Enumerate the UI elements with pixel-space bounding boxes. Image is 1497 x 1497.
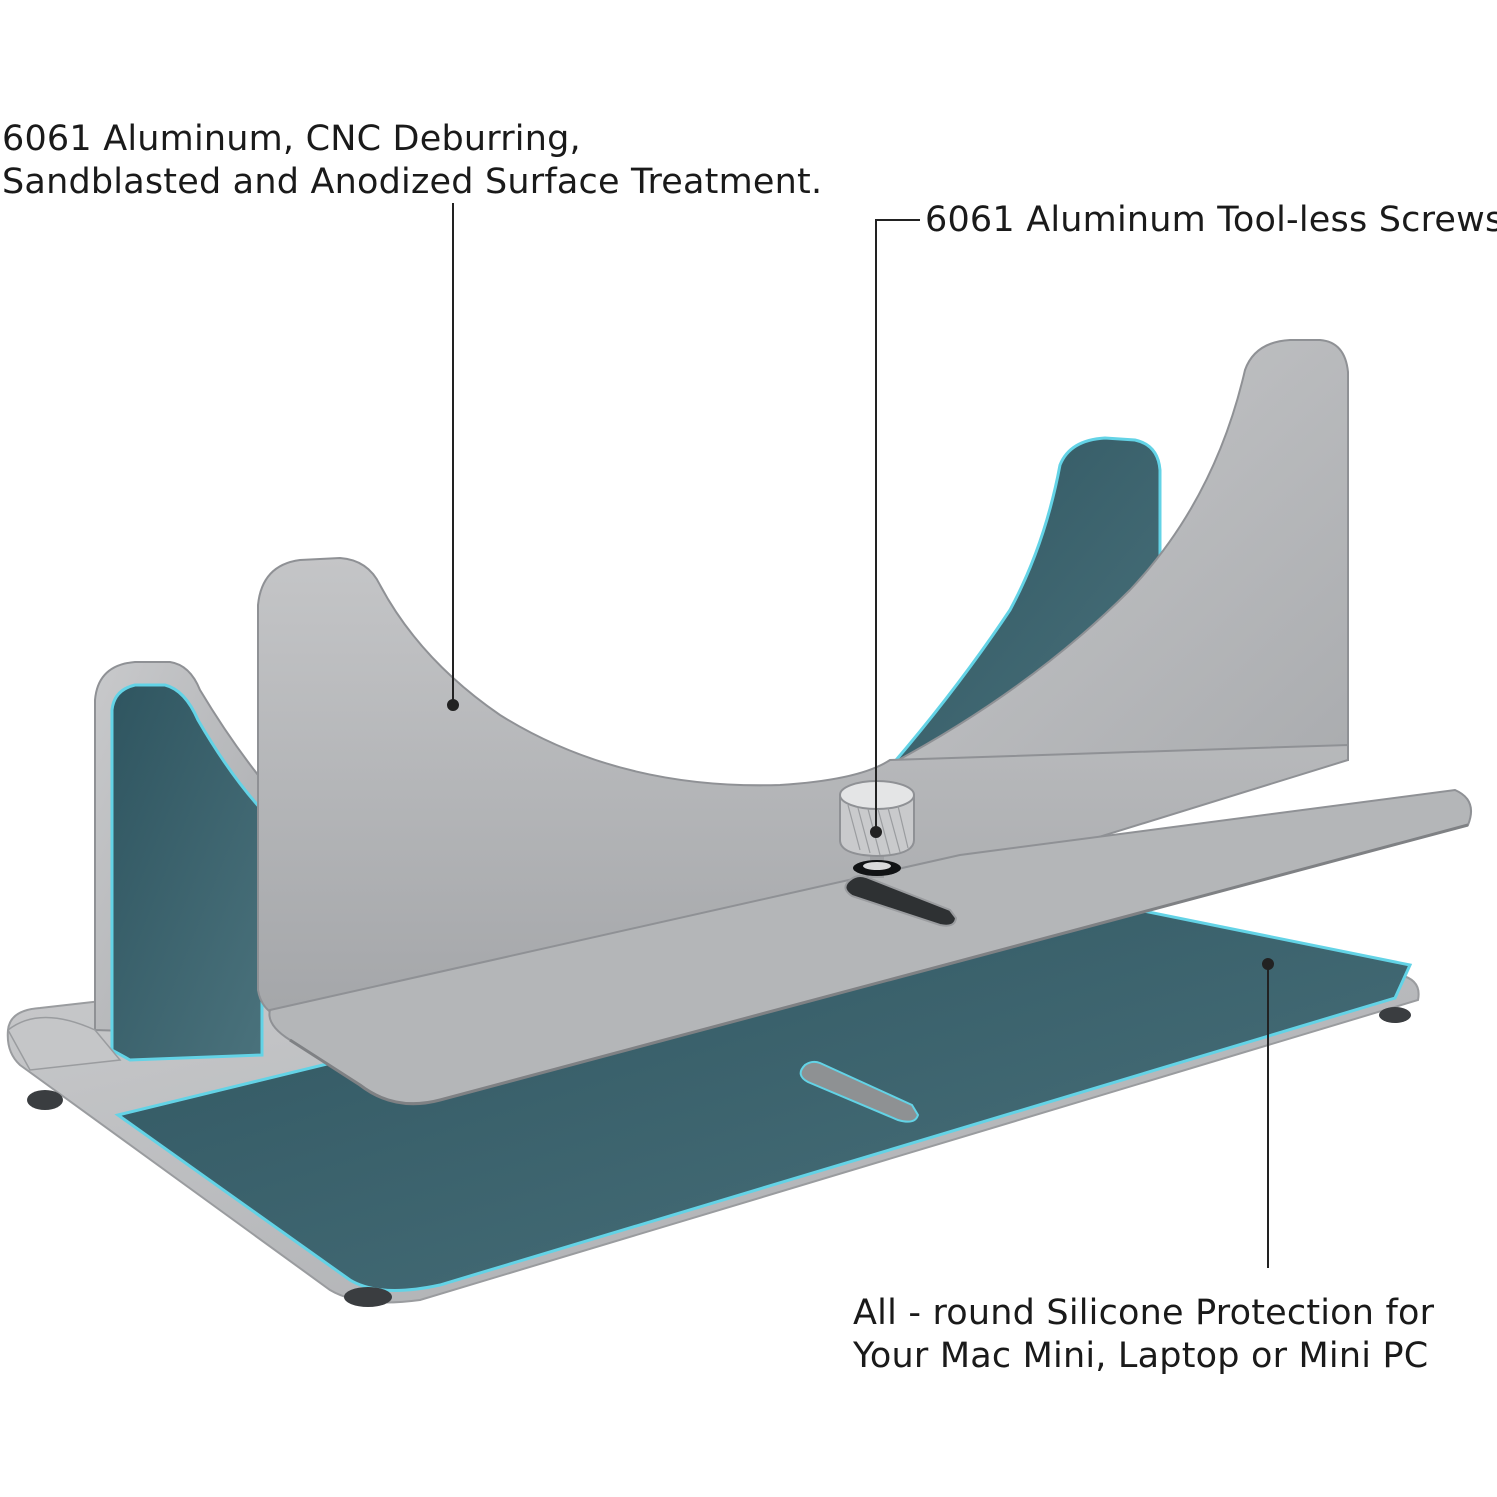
rubber-foot-icon <box>344 1287 392 1307</box>
callout-material-line2: Sandblasted and Anodized Surface Treatme… <box>2 162 823 202</box>
leader-lines <box>447 203 1274 1268</box>
callout-dot-icon <box>447 699 459 711</box>
callout-silicone-line2: Your Mac Mini, Laptop or Mini PC <box>853 1336 1429 1376</box>
rubber-foot-icon <box>27 1090 63 1110</box>
callout-screws: 6061 Aluminum Tool-less Screws <box>925 199 1497 242</box>
callout-dot-icon <box>870 826 882 838</box>
callout-silicone: All - round Silicone Protection for Your… <box>853 1292 1434 1378</box>
callout-screws-line1: 6061 Aluminum Tool-less Screws <box>925 200 1497 240</box>
callout-dot-icon <box>1262 958 1274 970</box>
callout-material: 6061 Aluminum, CNC Deburring, Sandblaste… <box>2 118 822 204</box>
rear-left-bracket <box>7 661 264 1071</box>
callout-material-line1: 6061 Aluminum, CNC Deburring, <box>2 119 581 159</box>
callout-silicone-line1: All - round Silicone Protection for <box>853 1293 1435 1333</box>
front-bracket <box>257 339 1472 1106</box>
rubber-foot-icon <box>1379 1007 1411 1023</box>
